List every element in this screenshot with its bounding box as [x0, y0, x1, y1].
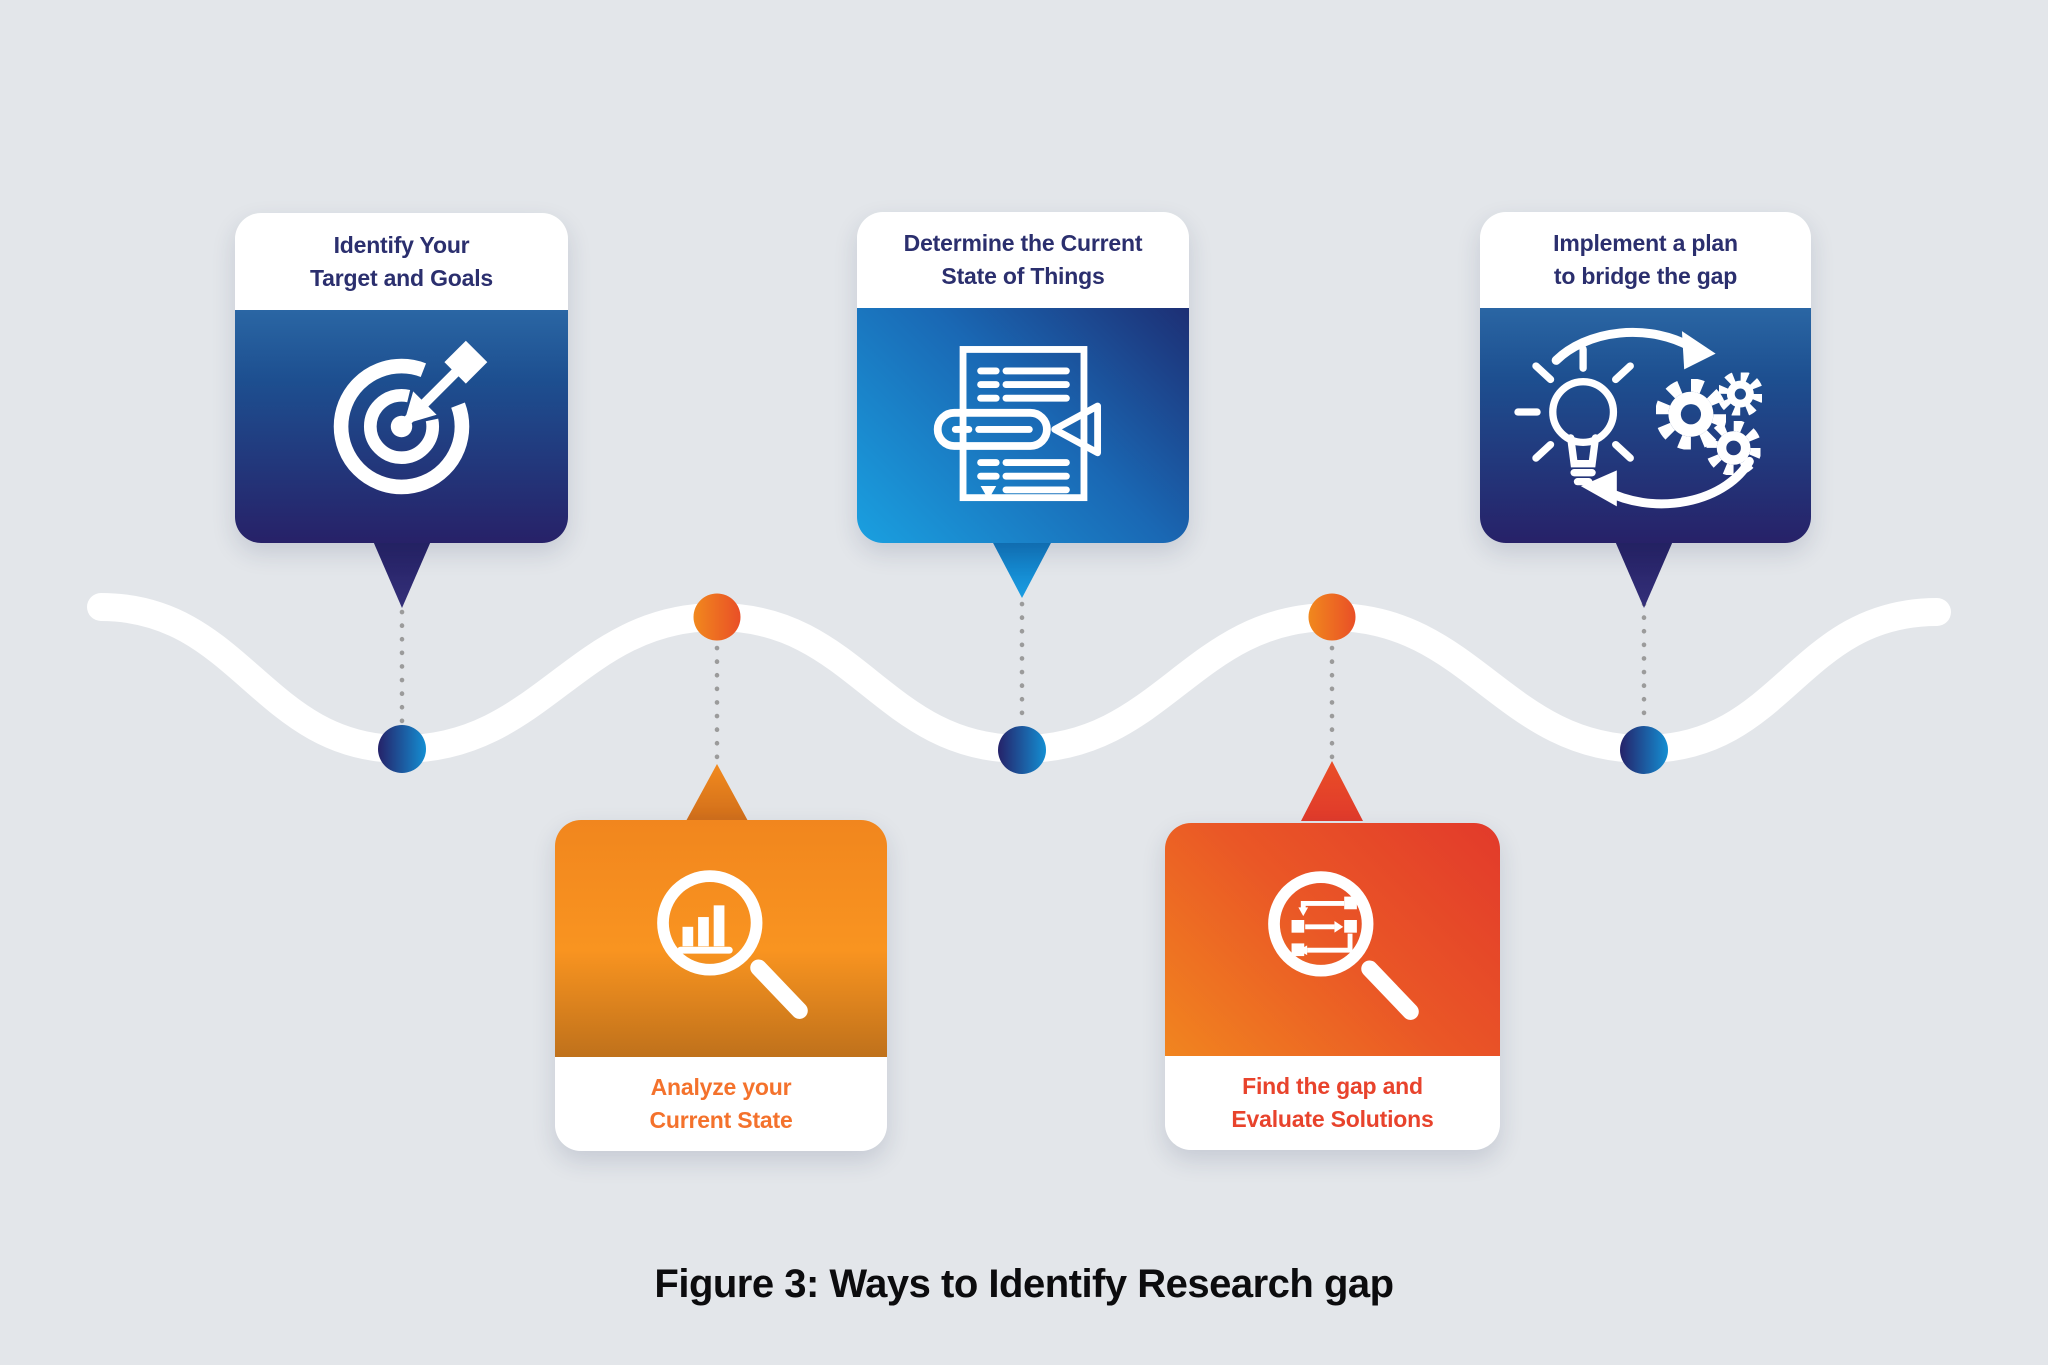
idea-gears-cycle-icon — [1513, 327, 1763, 509]
step-1-header: Identify Your Target and Goals — [235, 213, 568, 310]
node-dot-step-4 — [1308, 593, 1356, 641]
step-4-footer: Find the gap and Evaluate Solutions — [1165, 1056, 1500, 1150]
step-3-body — [857, 308, 1189, 543]
step-2-title: Analyze your Current State — [649, 1074, 793, 1133]
magnifier-flowchart-icon — [1268, 871, 1419, 1020]
step-4-title: Find the gap and Evaluate Solutions — [1231, 1073, 1434, 1132]
document-checklist-icon — [933, 346, 1101, 502]
step-3-header: Determine the Current State of Things — [857, 212, 1189, 308]
node-dot-step-3 — [998, 726, 1046, 774]
lightbulb-icon — [1513, 345, 1634, 486]
step-card-3: Determine the Current State of Things — [857, 212, 1189, 543]
node-dot-step-5 — [1620, 726, 1668, 774]
step-card-4: Find the gap and Evaluate Solutions — [1165, 823, 1500, 1150]
step-card-5: Implement a plan to bridge the gap — [1480, 212, 1811, 543]
step-2-body — [555, 820, 887, 1057]
step-5-header: Implement a plan to bridge the gap — [1480, 212, 1811, 308]
magnifier-bar-chart-icon — [656, 870, 808, 1019]
step-5-title: Implement a plan to bridge the gap — [1553, 230, 1738, 289]
node-dot-step-1 — [378, 725, 426, 773]
step-3-title: Determine the Current State of Things — [903, 230, 1143, 289]
step-2-footer: Analyze your Current State — [555, 1057, 887, 1151]
node-dot-step-2 — [693, 593, 741, 641]
step-card-1: Identify Your Target and Goals — [235, 213, 568, 543]
cycle-arrows-icon — [1551, 327, 1754, 509]
figure-caption: Figure 3: Ways to Identify Research gap — [654, 1262, 1394, 1306]
target-arrow-icon — [333, 340, 488, 495]
gears-icon — [1654, 371, 1763, 477]
step-4-body — [1165, 823, 1500, 1056]
step-1-title: Identify Your Target and Goals — [310, 231, 493, 291]
step-1-body — [235, 310, 568, 543]
step-card-2: Analyze your Current State — [555, 820, 887, 1151]
step-5-body — [1480, 308, 1811, 543]
dotted-connectors — [399, 601, 1647, 765]
